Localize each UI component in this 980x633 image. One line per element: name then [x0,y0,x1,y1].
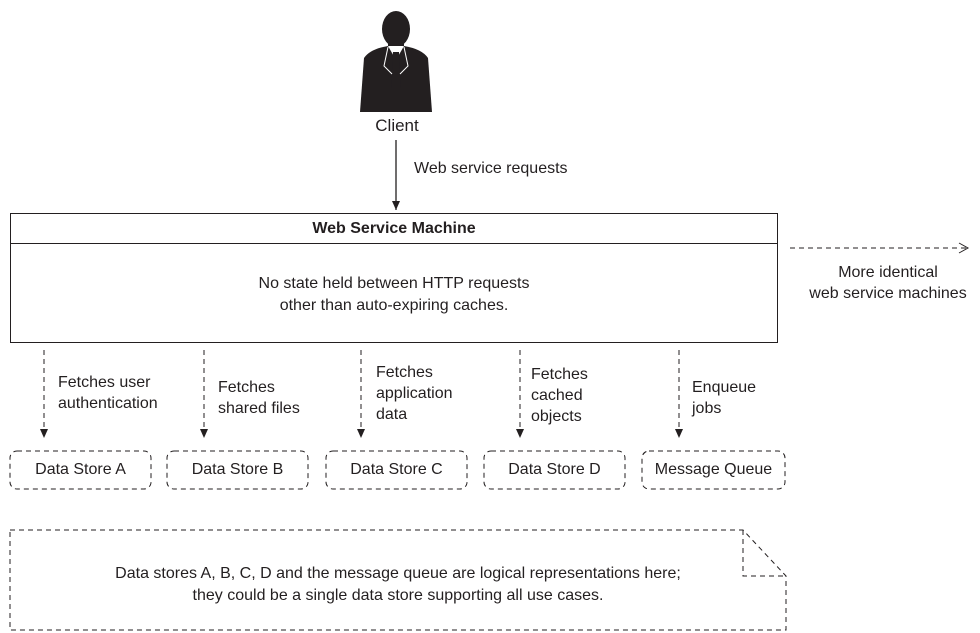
store-box-d [483,450,626,490]
note-fold [742,530,786,577]
message-queue: Message Queue [654,461,773,478]
more-machines-label: More identical web service machines [796,262,980,304]
request-label: Web service requests [414,160,568,177]
machine-title: Web Service Machine [11,214,777,244]
enqueue-label-line1: Enqueue [692,379,757,396]
machine-description: No state held between HTTP requests othe… [11,273,777,317]
fetch-label-c-line1: Fetches [376,364,433,381]
store-box-c [325,450,468,490]
fetch-label-a: Fetches user authentication [58,372,158,414]
enqueue-label: Enqueue jobs [692,377,756,419]
note-text: Data stores A, B, C, D and the message q… [10,563,786,607]
fetch-label-d-line3: objects [531,408,582,425]
fetch-label-c-line2: application [376,385,453,402]
store-box-b [166,450,309,490]
data-store-a: Data Store A [35,461,126,478]
fetch-label-b-line1: Fetches [218,379,275,396]
note-line2: they could be a single data store suppor… [192,587,604,604]
more-machines-line1: More identical [838,264,938,281]
data-store-b: Data Store B [191,461,284,478]
note-line1: Data stores A, B, C, D and the message q… [115,565,681,582]
more-machines-line2: web service machines [809,285,967,302]
fetch-label-d: Fetches cached objects [531,364,588,427]
store-box-queue [641,450,786,490]
machine-desc-line1: No state held between HTTP requests [258,275,530,292]
fetch-label-a-line2: authentication [58,395,158,412]
fetch-label-b-line2: shared files [218,400,300,417]
fetch-label-d-line1: Fetches [531,366,588,383]
fetch-label-a-line1: Fetches user [58,374,151,391]
store-box-a [9,450,152,490]
fetch-label-c-line3: data [376,406,408,423]
fetch-label-c: Fetches application data [376,362,453,425]
enqueue-label-line2: jobs [692,400,722,417]
data-store-d: Data Store D [508,461,601,478]
fetch-label-b: Fetches shared files [218,377,300,419]
fetch-label-d-line2: cached [531,387,583,404]
web-service-machine: Web Service Machine No state held betwee… [10,213,778,343]
note-shape [9,529,787,631]
person-icon [360,11,432,112]
data-store-c: Data Store C [350,461,443,478]
machine-desc-line2: other than auto-expiring caches. [279,297,509,314]
client-label: Client [375,116,419,135]
